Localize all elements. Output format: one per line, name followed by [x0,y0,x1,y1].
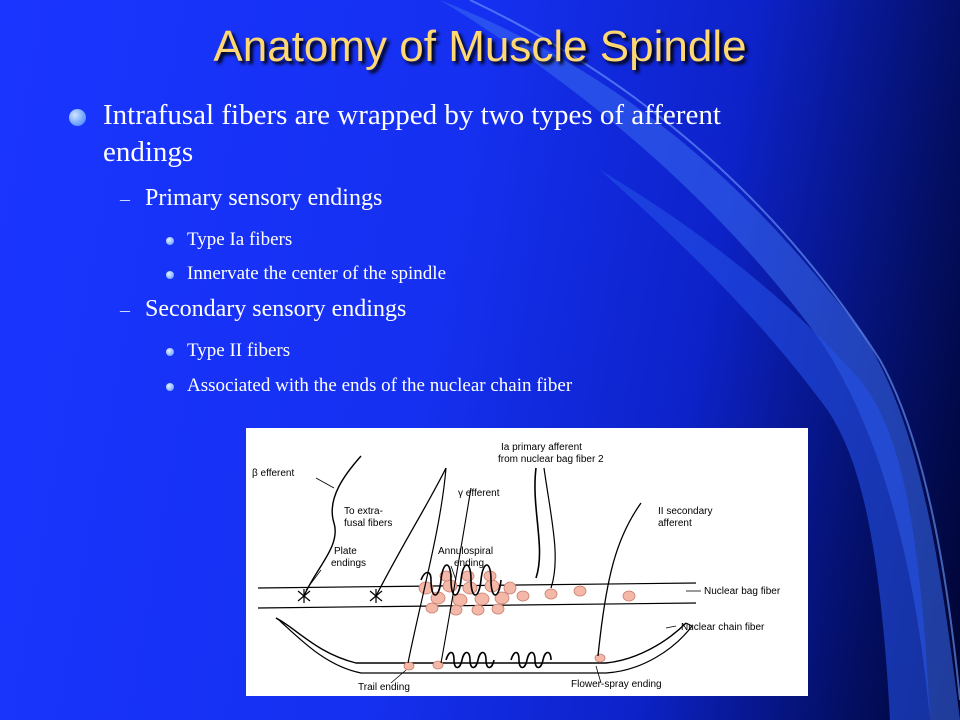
label-flower-spray: Flower-spray ending [571,679,662,690]
sub-item-primary: Primary sensory endings [145,185,383,211]
dash-icon: – [120,188,130,210]
label-gamma-efferent: γ efferent [458,488,500,499]
sub-sub-item: Type II fibers [187,340,291,361]
label-beta-efferent: β efferent [252,468,294,479]
label-annulospiral-2: ending [454,558,484,569]
label-ia-afferent-1: Ia primary afferent [501,442,582,453]
label-ii-afferent-2: afferent [658,518,692,529]
label-nuclear-bag: Nuclear bag fiber [704,586,781,597]
sub-sub-item: Type Ia fibers [187,229,293,250]
label-annulospiral-1: Annulospiral [438,546,493,557]
label-trail-ending: Trail ending [358,682,410,693]
dash-icon: – [120,299,130,321]
label-ii-afferent-1: II secondary [658,506,712,517]
muscle-spindle-diagram: β efferent To extra- fusal fibers γ effe… [246,428,808,696]
sub-sub-item: Associated with the ends of the nuclear … [187,375,573,396]
bullet-icon [166,271,174,279]
label-to-extrafusal-2: fusal fibers [344,518,392,529]
sub-sub-item: Innervate the center of the spindle [187,263,447,284]
bullet-icon [166,237,174,245]
label-ia-afferent-2: from nuclear bag fiber 2 [498,454,604,465]
slide-title: Anatomy of Muscle Spindle [213,22,747,71]
sub-item-secondary: Secondary sensory endings [145,296,407,322]
label-plate-2: endings [331,558,366,569]
main-bullet: Intrafusal fibers are wrapped by two typ… [103,99,721,168]
label-plate-1: Plate [334,546,357,557]
label-to-extrafusal-1: To extra- [344,506,383,517]
spindle-illustration: β efferent To extra- fusal fibers γ effe… [252,442,781,693]
bullet-icon [166,348,174,356]
bullet-icon [166,383,174,391]
label-nuclear-chain: Nuclear chain fiber [681,622,765,633]
bullet-icon [69,109,86,126]
